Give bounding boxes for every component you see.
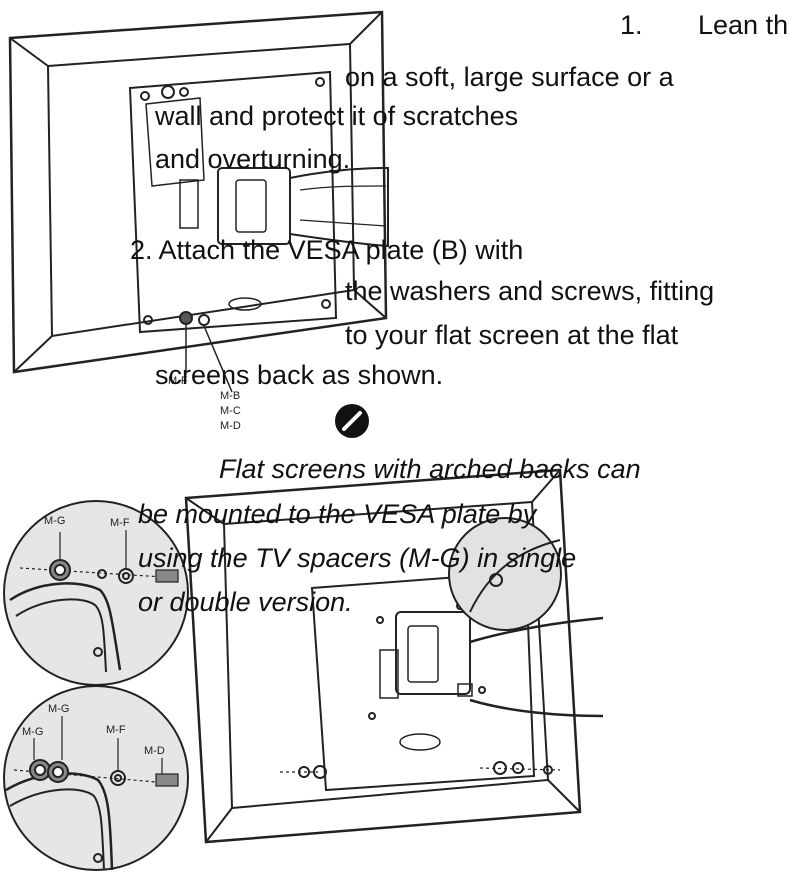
note-line1: Flat screens with arched backs can bbox=[219, 454, 641, 484]
label-m-f-upper: M-F bbox=[110, 517, 130, 529]
note-line4: or double version. bbox=[138, 587, 353, 617]
step2-line3: to your flat screen at the flat bbox=[345, 320, 679, 350]
label-m-f-lower: M-F bbox=[106, 724, 126, 736]
wall-arm-top bbox=[217, 166, 389, 248]
detail-circle-lower bbox=[3, 685, 189, 871]
label-m-d-lower: M-D bbox=[144, 745, 165, 757]
note-line3: using the TV spacers (M-G) in single bbox=[138, 543, 577, 573]
step1-line4: and overturning. bbox=[155, 144, 351, 174]
tv-back-bottom bbox=[184, 468, 582, 844]
vesa-plate-top bbox=[128, 70, 338, 334]
label-m-g-lower-2: M-G bbox=[22, 726, 44, 738]
label-m-f-top: M-F bbox=[168, 375, 188, 387]
step2-line1: 2. Attach the VESA plate (B) with bbox=[130, 235, 524, 265]
step1-line3: wall and protect it of scratches bbox=[155, 101, 519, 131]
screws-top bbox=[161, 85, 233, 393]
label-m-c: M-C bbox=[220, 405, 241, 417]
tv-back-top bbox=[8, 10, 388, 374]
note-line2: be mounted to the VESA plate by bbox=[138, 499, 537, 529]
step1-line2: on a soft, large surface or a bbox=[345, 62, 674, 92]
label-m-g-upper: M-G bbox=[44, 515, 66, 527]
label-m-g-lower-1: M-G bbox=[48, 703, 70, 715]
detail-circle-upper bbox=[3, 500, 189, 686]
step2-line2: the washers and screws, fitting bbox=[345, 276, 715, 306]
label-m-d-top: M-D bbox=[220, 420, 241, 432]
step1-number: 1. bbox=[620, 10, 643, 40]
detail-circle-right bbox=[448, 517, 562, 631]
label-m-b: M-B bbox=[220, 390, 241, 402]
screws-bottom bbox=[280, 761, 561, 779]
step1-line1: Lean th bbox=[698, 10, 789, 40]
pencil-circle-icon bbox=[335, 404, 369, 438]
step2-line4: screens back as shown. bbox=[155, 360, 444, 390]
wall-arm-bottom bbox=[395, 611, 604, 718]
